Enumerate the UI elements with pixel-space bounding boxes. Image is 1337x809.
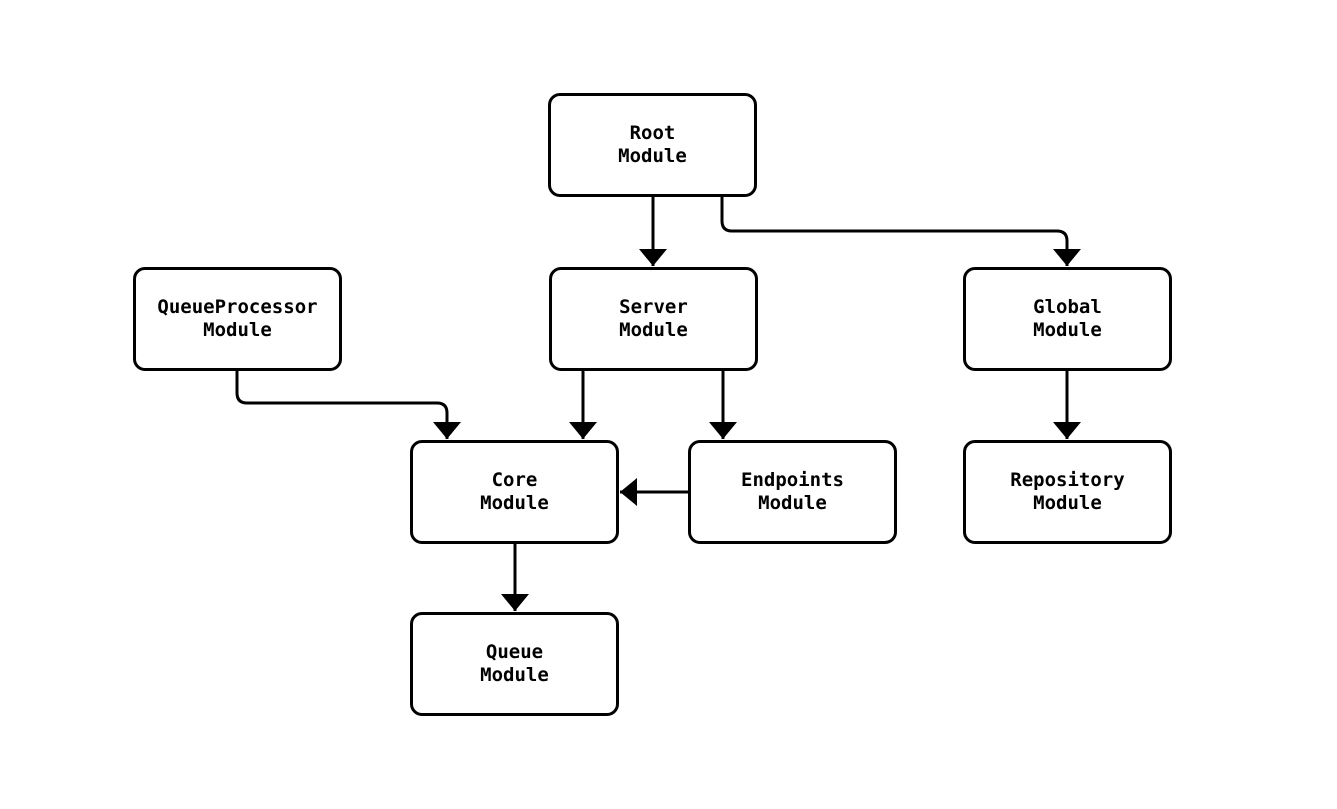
node-root-module: Root Module [548, 93, 757, 197]
node-endpoints-module: Endpoints Module [688, 440, 897, 544]
node-global-module: Global Module [963, 267, 1172, 371]
edge-root-to-global [720, 197, 1081, 266]
node-queue-module: Queue Module [410, 612, 619, 716]
node-repository-module: Repository Module [963, 440, 1172, 544]
node-queueprocessor-module: QueueProcessor Module [133, 267, 342, 371]
edge-queueprocessor-to-core [235, 371, 461, 439]
node-core-module: Core Module [410, 440, 619, 544]
node-server-module: Server Module [549, 267, 758, 371]
